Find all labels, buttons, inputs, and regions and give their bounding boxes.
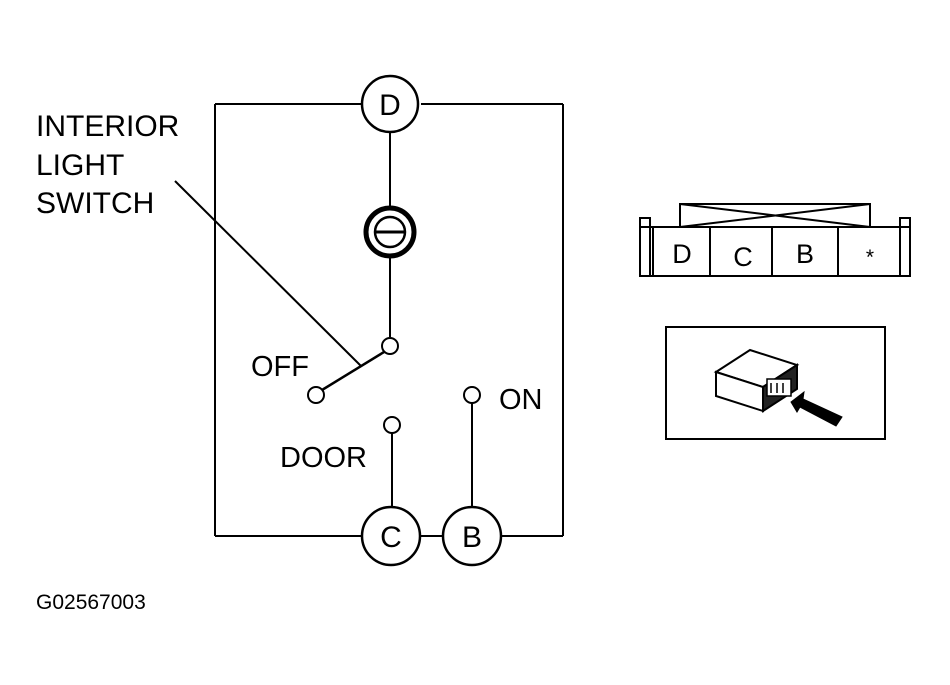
- terminal-c: C: [360, 505, 422, 567]
- door-label: DOOR: [280, 442, 367, 474]
- terminal-c-label: C: [380, 521, 402, 554]
- switch-connector-port: [766, 378, 792, 397]
- terminal-b: B: [441, 505, 503, 567]
- off-label: OFF: [251, 351, 309, 383]
- connector-face: [639, 203, 911, 277]
- callout-leader-line: [174, 180, 362, 367]
- callout-line-3: SWITCH: [36, 187, 154, 220]
- terminal-b-label: B: [462, 521, 482, 554]
- callout-label: INTERIOR LIGHT SWITCH: [36, 110, 179, 220]
- lamp-icon: [363, 205, 417, 259]
- connector-cell-d: D: [672, 239, 692, 269]
- terminal-c-circle: [360, 505, 422, 567]
- connector-cell-c: C: [733, 242, 753, 272]
- connector-cell-star: *: [866, 246, 874, 269]
- on-label: ON: [499, 384, 543, 416]
- latch-cross-b: [679, 203, 871, 228]
- terminal-b-circle: [441, 505, 503, 567]
- switch-pivot-contact: [381, 337, 399, 355]
- switch-enclosure: [214, 103, 564, 537]
- callout-line-1: INTERIOR: [36, 110, 179, 143]
- figure-id: G02567003: [36, 591, 146, 614]
- on-contact: [463, 386, 481, 404]
- lamp-inner-ring: [373, 215, 407, 249]
- terminal-d: D: [360, 74, 420, 134]
- connector-right-tab: [899, 217, 911, 277]
- connector-cell-b: B: [796, 239, 814, 269]
- switch-lever: [321, 350, 385, 392]
- arrow-icon: [790, 390, 843, 427]
- inset-frame: [665, 326, 886, 440]
- off-contact: [307, 386, 325, 404]
- connector-left-tab: [639, 217, 651, 277]
- door-contact: [383, 416, 401, 434]
- callout-line-2: LIGHT: [36, 149, 124, 182]
- terminal-d-label: D: [379, 89, 401, 122]
- connector-location-inset: [665, 326, 886, 440]
